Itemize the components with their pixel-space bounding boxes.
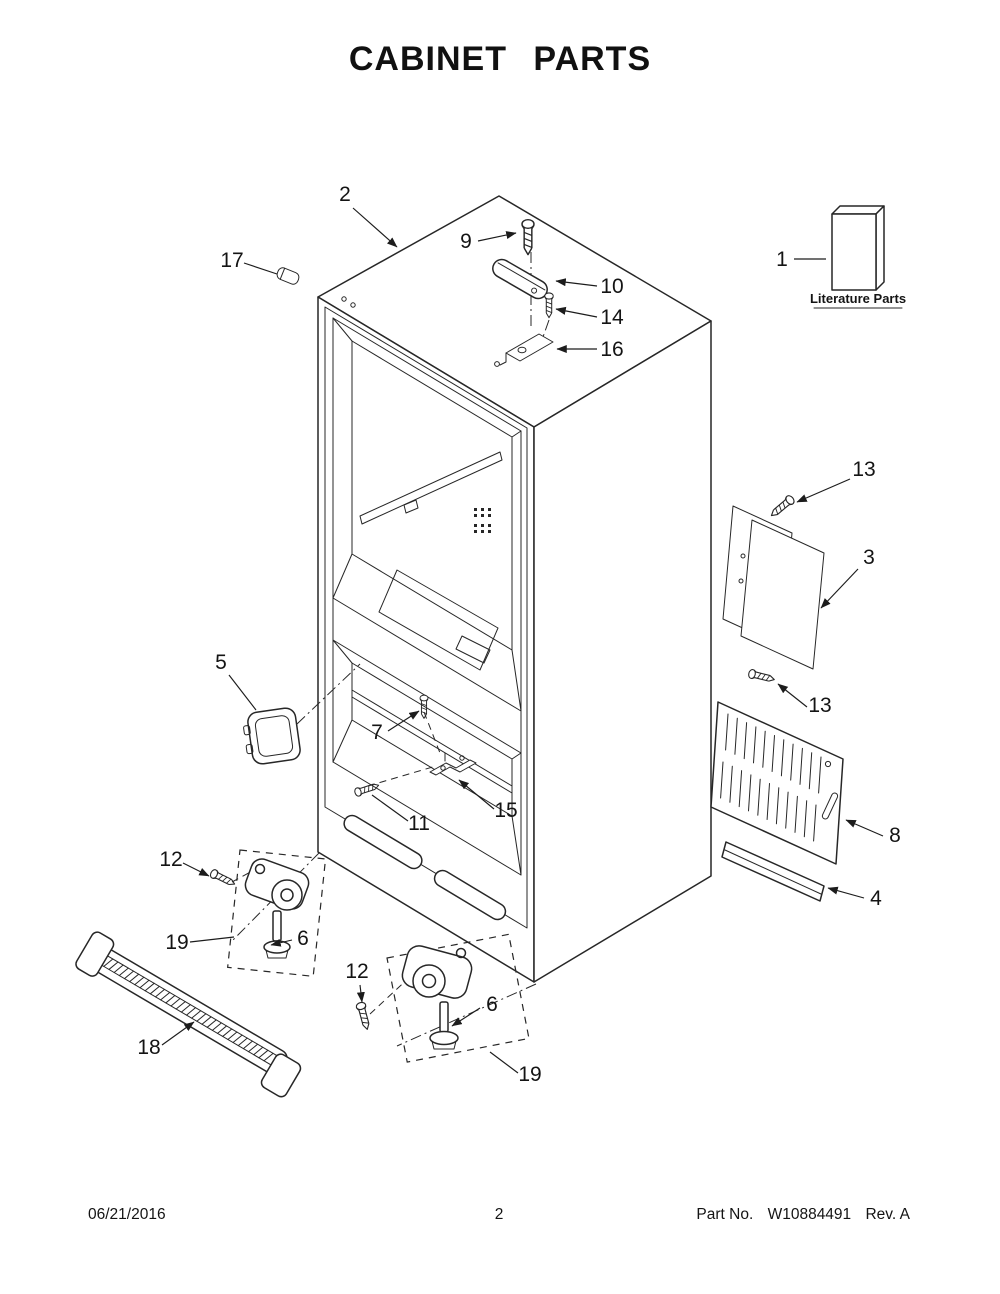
leader-line-5	[228, 674, 257, 711]
callout-15: 15	[494, 799, 517, 822]
right-assembly-dashed-box	[386, 933, 530, 1063]
leader-line-15	[458, 779, 495, 810]
leader-line-13	[777, 683, 808, 708]
leader-line-14	[555, 306, 598, 318]
bracket-axis-line	[542, 319, 550, 338]
leader-line-12	[356, 984, 365, 1003]
callout-18: 18	[137, 1036, 160, 1059]
callout-13: 13	[808, 694, 831, 717]
callout-4: 4	[870, 887, 882, 910]
leader-line-11	[371, 794, 409, 822]
callout-14: 14	[600, 306, 624, 329]
leader-line-8	[845, 819, 884, 837]
leader-line-12	[182, 862, 210, 877]
vent-grid-upper	[474, 508, 491, 517]
callout-12: 12	[159, 848, 182, 871]
vent-grid-lower	[474, 524, 491, 533]
footer-part-label: Part No.	[696, 1206, 754, 1223]
part-7-assembly-line	[423, 711, 441, 754]
leader-line-2	[352, 207, 398, 248]
callout-1: 1	[776, 248, 788, 271]
cabinet-body	[317, 195, 712, 983]
callout-10: 10	[600, 275, 623, 298]
part-5-axis-line	[296, 663, 361, 725]
part-12-screw-left	[208, 867, 238, 889]
part-3-panel	[722, 505, 825, 670]
part-4-trim-strip	[721, 841, 825, 902]
leader-line-3	[820, 568, 859, 609]
callout-2: 2	[339, 183, 351, 206]
leader-line-7	[387, 710, 420, 732]
callout-19: 19	[518, 1063, 541, 1086]
base-vent-slots	[343, 814, 507, 921]
leader-line-9	[477, 231, 517, 242]
part-18-grille	[75, 931, 302, 1098]
left-screw-assembly-line	[231, 869, 255, 883]
upper-compartment-interior	[332, 317, 522, 712]
right-roller-axis-line	[396, 983, 537, 1047]
literature-parts-label: Literature Parts	[810, 291, 906, 306]
leader-line-19	[489, 1051, 519, 1074]
part-6-roller-right	[401, 945, 473, 1050]
part-13-screw-lower	[747, 668, 776, 685]
callout-7: 7	[371, 721, 383, 744]
footer-part-no: Part No. W10884491 Rev. A	[696, 1206, 910, 1224]
callout-13: 13	[852, 458, 875, 481]
part-1-literature: Literature Parts	[810, 205, 906, 309]
footer-page-number: 2	[494, 1206, 504, 1223]
part-17-clip	[276, 267, 300, 285]
part-13-screw-upper	[767, 493, 797, 520]
callout-11: 11	[408, 812, 430, 835]
leader-line-6	[270, 938, 293, 947]
leader-line-6	[451, 1007, 481, 1027]
callout-5: 5	[215, 651, 227, 674]
part-8-vent-panel	[710, 701, 844, 865]
part-6-roller-left	[244, 858, 310, 959]
leader-line-13	[796, 478, 851, 503]
leader-line-19	[189, 936, 235, 943]
callout-6: 6	[486, 993, 498, 1016]
footer-revision: Rev. A	[865, 1206, 910, 1223]
leader-line-17	[243, 262, 278, 275]
leader-line-4	[827, 886, 865, 899]
page-title: CABINET PARTS	[348, 40, 652, 78]
footer-date: 06/21/2016	[88, 1206, 166, 1223]
callout-19: 19	[165, 931, 188, 954]
callout-17: 17	[220, 249, 243, 272]
part-12-screw-middle	[354, 1000, 373, 1032]
callout-16: 16	[600, 338, 623, 361]
part-16-bracket	[494, 333, 554, 367]
callout-8: 8	[889, 824, 901, 847]
callout-3: 3	[863, 546, 875, 569]
part-15-bracket	[429, 752, 477, 776]
callout-9: 9	[460, 230, 472, 253]
page-footer: 06/21/2016 2 Part No. W10884491 Rev. A	[88, 1206, 910, 1224]
part-5-cover	[243, 707, 301, 765]
leader-line-10	[555, 278, 598, 287]
leader-line-18	[161, 1021, 195, 1046]
lower-compartment-interior	[332, 639, 522, 876]
footer-part-number: W10884491	[767, 1206, 852, 1223]
callout-6: 6	[297, 927, 309, 950]
callout-12: 12	[345, 960, 368, 983]
